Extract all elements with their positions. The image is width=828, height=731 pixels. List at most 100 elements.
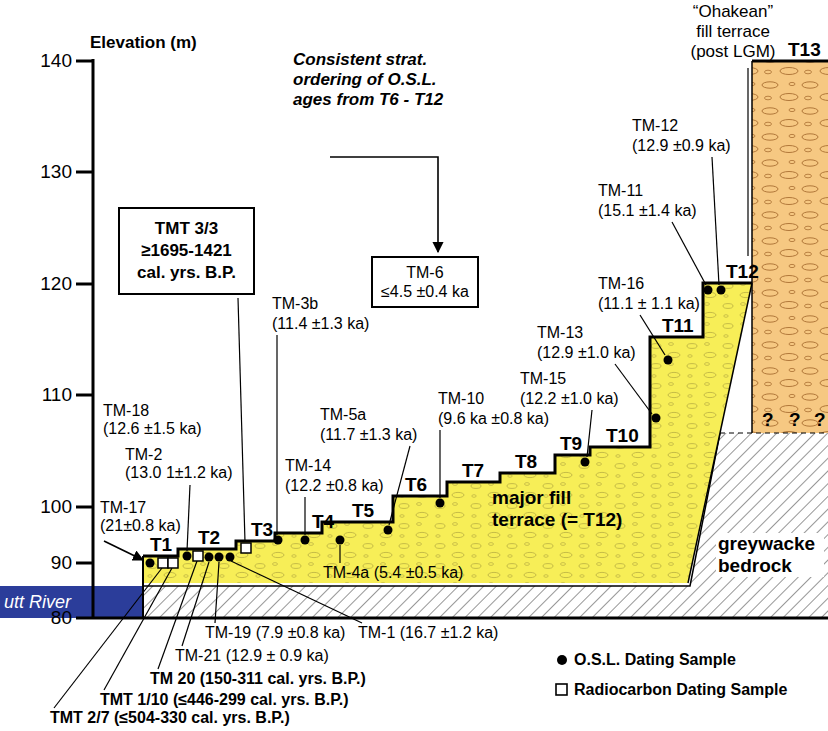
ohakean-fill [752,61,828,433]
box-text: cal. yrs. B.P. [128,262,245,284]
axis-title: Elevation (m) [90,33,197,53]
drawing-rect [241,543,251,553]
terrace-name: T11 [662,316,694,336]
sample-label: (11.7 ±1.3 ka) [320,426,417,444]
sample-label: TM-3b [272,295,318,313]
drawing-line [276,335,277,535]
terrace-name: T7 [462,461,484,481]
sample-label: (12.9 ±1.0 ka) [537,344,636,362]
sample-label: TMT 2/7 (≤504-330 cal. yrs. B.P.) [50,709,290,727]
drawing-circle [183,552,192,561]
drawing-circle [384,526,393,535]
sample-label: (12.6 ±1.5 ka) [103,420,202,438]
box-text: ≥1695-1421 [128,240,245,262]
drawing-line [215,562,219,623]
drawing-circle [205,553,214,562]
drawing-line [142,556,144,618]
terrace-name: T10 [606,426,639,446]
sample-label: TM 20 (150-311 cal. yrs. B.P.) [150,670,366,688]
terrace-name: T5 [352,501,374,521]
sample-label: (12.2 ±1.0 ka) [520,390,619,408]
drawing-line [54,568,162,708]
terrace-name: T13 [788,40,821,60]
sample-label: (21±0.8 ka) [100,517,181,535]
box-text: TMT 3/3 [128,218,245,240]
drawing-line [182,562,209,646]
drawing-circle [215,553,224,562]
sample-box: TMT 3/3≥1695-1421cal. yrs. B.P. [118,207,255,295]
sample-label: TM-13 [537,324,583,342]
sample-label: TM-14 [285,457,331,475]
drawing-circle [274,536,283,545]
sample-label: TM-16 [598,275,644,293]
drawing-line [640,315,665,355]
sample-label: (13.0 1±1.2 ka) [125,464,233,482]
sample-label: (11.1 ± 1.1 ka) [598,295,700,313]
axis-number: 140 [40,50,72,72]
query-mark: ? [762,410,774,430]
legend-symbols [556,655,567,695]
terrace-name: T9 [560,434,582,454]
sample-label: (11.4 ±1.3 ka) [272,315,369,333]
sample-label: TM-12 [632,117,678,135]
drawing-rect [193,551,203,561]
box-text: ≤4.5 ±0.4 ka [381,282,469,301]
drawing-line [587,410,592,457]
drawing-line [76,562,93,565]
legend-text: O.S.L. Dating Sample [574,651,736,669]
drawing-line [76,617,828,620]
drawing-circle [436,499,445,508]
drawing-circle [717,286,726,295]
sample-label: (12.9 ±0.9 ka) [632,137,731,155]
sample-markers [146,286,726,569]
legend-text: Radiocarbon Dating Sample [574,681,787,699]
drawing-line [747,68,748,256]
drawing-line [751,61,753,433]
drawing-line [76,60,93,63]
terrace-name: T1 [150,535,172,555]
terrace-name: T8 [515,452,537,472]
drawing-circle [704,286,713,295]
axis-number: 100 [40,496,72,518]
drawing-line [439,430,440,498]
drawing-line [720,432,828,433]
axis-number: 120 [40,273,72,295]
terrace-note: “Ohakean” fill terrace (post LGM) [685,2,781,62]
drawing-circle [146,559,155,568]
query-mark: ? [814,410,826,430]
axis-number: 90 [51,552,72,574]
drawing-rect [556,684,567,695]
drawing-line [712,157,719,285]
sample-box: TM-6≤4.5 ±0.4 ka [371,256,479,308]
terrace-name: T6 [405,475,427,495]
drawing-polyline [330,157,438,252]
unit-label: major fill terrace (= T12) [492,487,632,531]
terrace-surfaces [143,283,752,556]
sample-label: (12.2 ±0.8 ka) [285,477,384,495]
sample-label: TM-19 (7.9 ±0.8 ka) [205,624,345,642]
sample-label: TM-17 [100,499,146,517]
terrace-name: T4 [312,512,334,532]
elevation-axis [76,59,828,619]
sample-label: TM-2 [125,446,162,464]
axis-number: 110 [42,384,72,406]
fill-terrace [143,283,752,583]
leader-lines [54,68,748,708]
sample-label: (9.6 ka ±0.8 ka) [438,410,549,428]
drawing-line [104,541,143,560]
terrace-name: T12 [726,262,759,282]
drawing-line [76,171,93,174]
drawing-circle [581,458,590,467]
sample-label: TM-21 (12.9 ± 0.9 ka) [175,647,329,665]
sample-label: (15.1 ±1.4 ka) [598,202,697,220]
drawing-line [76,283,93,286]
drawing-line [615,364,652,414]
sample-label: TM-15 [520,370,566,388]
drawing-circle [652,414,661,423]
drawing-line [304,497,305,535]
terrace-name: T2 [198,528,220,548]
sample-label: TM-10 [438,390,484,408]
drawing-line [187,485,190,551]
